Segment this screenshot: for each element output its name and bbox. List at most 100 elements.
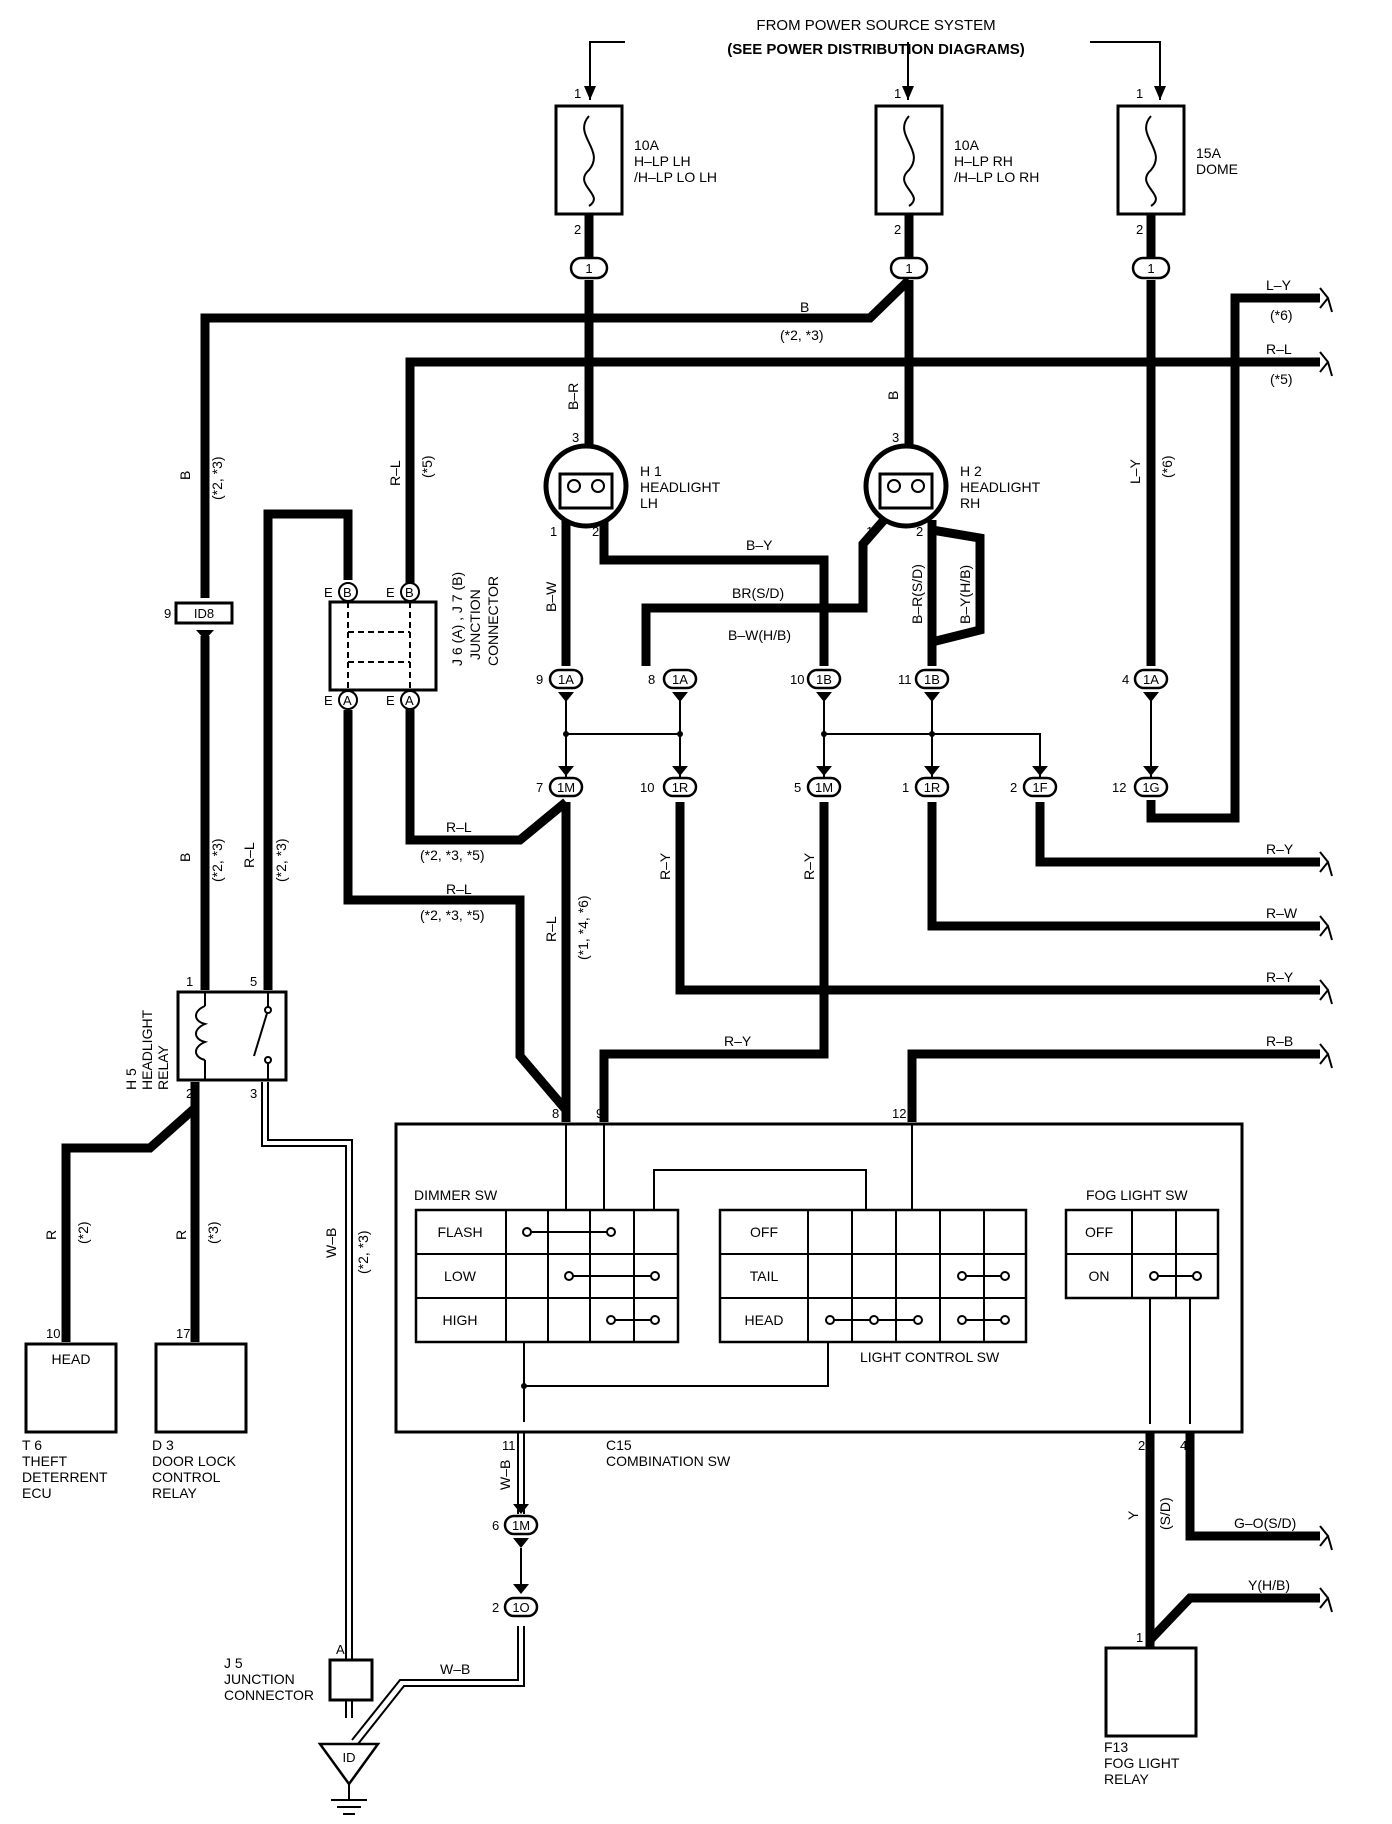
headlight-relay-h5: 1 5 2 3 H 5 HEADLIGHT RELAY: [123, 974, 288, 1101]
wire-wb3: W–B: [440, 1661, 470, 1677]
wire-labels: B (*2, *3) B–R B B (*2, *3) R–L (*5) L–Y…: [43, 299, 1175, 1677]
dimmer-row-low: LOW: [444, 1268, 477, 1284]
lc-title: LIGHT CONTROL SW: [860, 1349, 1000, 1365]
c1m-low-pin: 6: [492, 1518, 499, 1533]
c1o-pin: 2: [492, 1600, 499, 1615]
fuse-lh-name-1: H–LP LH: [634, 153, 691, 169]
wire-r2: R: [173, 1230, 189, 1240]
f13-name1: FOG LIGHT: [1104, 1755, 1180, 1771]
t6-pin: 10: [46, 1326, 60, 1341]
relay-name2: RELAY: [155, 1044, 171, 1090]
wire-wb-note: (*2, *3): [355, 1230, 371, 1274]
dimmer-row-flash: FLASH: [437, 1224, 482, 1240]
wire-y: Y: [1125, 1510, 1141, 1520]
id8-pin: 9: [164, 606, 171, 621]
combo-pin-8: 8: [552, 1106, 559, 1121]
j-top-e2: E: [386, 585, 395, 600]
wire-br-sd: BR(S/D): [732, 585, 784, 601]
dimmer-switch-table: DIMMER SW FLASH LOW HIGH: [414, 1187, 680, 1344]
j5-pin: A: [336, 1642, 345, 1657]
fog-light-switch-table: FOG LIGHT SW OFF ON: [1064, 1187, 1220, 1300]
combo-pin-12: 12: [892, 1106, 906, 1121]
c1r-1-pin: 10: [640, 780, 654, 795]
wire-r1-note: (*2): [75, 1221, 91, 1244]
wire-br-sd-v: B–R(S/D): [909, 564, 925, 624]
headlight-lh: 3 1 2 H 1 HEADLIGHT LH: [543, 430, 721, 539]
fuse-dome-pin-out: 2: [1136, 222, 1143, 237]
c1m-2: 1M: [815, 780, 833, 795]
connectors-1a-1b: 1A 9 1A 8 1B 10 1B 11 1A 4: [536, 668, 1169, 702]
out-rl-note: (*5): [1270, 371, 1293, 387]
wire-rl-j: R–L: [387, 460, 403, 486]
out-go: G–O(S/D): [1234, 1515, 1296, 1531]
wire-b-left: B: [177, 471, 193, 480]
fog-row-on: ON: [1089, 1268, 1110, 1284]
h1-name1: HEADLIGHT: [640, 479, 721, 495]
d3-name3: RELAY: [152, 1485, 198, 1501]
wire-rl-j-note: (*5): [419, 455, 435, 478]
combination-switch: 8 9 12 2 4 11 C15 COMBINATION SW DIMMER …: [394, 1106, 1244, 1469]
wire-by: B–Y: [746, 537, 773, 553]
light-control-switch-table: OFF TAIL HEAD LIGHT CONTROL SW: [718, 1208, 1028, 1365]
right-outputs: L–Y (*6) R–L (*5) R–Y R–W R–Y R–B G–O(S/…: [1234, 277, 1333, 1613]
h1-code: H 1: [640, 463, 662, 479]
wire-ry-v2: R–Y: [801, 852, 817, 880]
j-bot-a2: A: [405, 693, 414, 708]
j-name1: JUNCTION: [467, 589, 483, 660]
t6-name2: DETERRENT: [22, 1469, 108, 1485]
out-ly: L–Y: [1266, 277, 1292, 293]
wire-y-note: (S/D): [1157, 1497, 1173, 1530]
c1f: 1F: [1032, 780, 1047, 795]
c1a-3: 1A: [1143, 672, 1159, 687]
wire-rl-a-note: (*2, *3, *5): [420, 847, 485, 863]
combo-pin-4: 4: [1180, 1438, 1187, 1453]
header-line-1: FROM POWER SOURCE SYSTEM: [756, 17, 995, 34]
h2-pin2: 2: [916, 524, 923, 539]
fuse-dome-rating: 15A: [1196, 145, 1222, 161]
wire-r2-note: (*3): [205, 1221, 221, 1244]
h2-name2: RH: [960, 495, 980, 511]
fuse-lh-pin-out: 2: [574, 222, 581, 237]
j5-name1: JUNCTION: [224, 1671, 295, 1687]
relay-pin-2: 2: [186, 1086, 193, 1101]
h2-pin1: 1: [866, 524, 873, 539]
j-code: J 6 (A) , J 7 (B): [449, 572, 465, 666]
c1r-2-pin: 1: [902, 780, 909, 795]
conn-top-lh: 1: [585, 261, 592, 276]
t6-name3: ECU: [22, 1485, 52, 1501]
out-ry-1: R–Y: [1266, 841, 1294, 857]
connector-id8: ID8 9: [164, 601, 234, 640]
wire-rl-b: R–L: [446, 881, 472, 897]
j-bot-a1: A: [343, 693, 352, 708]
fuse-lh-name-2: /H–LP LO LH: [634, 169, 717, 185]
wire-by-hb-v: B–Y(H/B): [957, 565, 973, 624]
dimmer-row-high: HIGH: [443, 1312, 478, 1328]
c1a-2: 1A: [672, 672, 688, 687]
f13-pin: 1: [1136, 1630, 1143, 1645]
j-top-b1: B: [343, 585, 352, 600]
fuse-dome-name-1: DOME: [1196, 161, 1238, 177]
wire-bw-hb: B–W(H/B): [728, 627, 791, 643]
out-rl: R–L: [1266, 341, 1292, 357]
conn-top-dome: 1: [1147, 261, 1154, 276]
d3-name2: CONTROL: [152, 1469, 221, 1485]
h1-name2: LH: [640, 495, 658, 511]
h1-pin2: 2: [592, 524, 599, 539]
wire-rl-relay-note: (*2, *3): [273, 838, 289, 882]
fuse-h-lp-lh: 1 2 10A H–LP LH /H–LP LO LH: [554, 86, 717, 237]
f13-name2: RELAY: [1104, 1771, 1150, 1787]
combo-pin-9: 9: [596, 1106, 603, 1121]
c1a-1-pin: 9: [536, 672, 543, 687]
c1m-low: 1M: [512, 1518, 530, 1533]
out-yhb: Y(H/B): [1248, 1577, 1290, 1593]
junction-connector-j6-j7: E B E B E A E A J 6 (A) , J 7 (B) JUNCTI…: [324, 572, 501, 710]
out-rw: R–W: [1266, 905, 1298, 921]
c1a-1: 1A: [558, 672, 574, 687]
wire-rl-a: R–L: [446, 819, 472, 835]
j-top-e1: E: [324, 585, 333, 600]
t6-name1: THEFT: [22, 1453, 68, 1469]
c1m-1: 1M: [557, 780, 575, 795]
d3-code: D 3: [152, 1437, 174, 1453]
conn-top-rh: 1: [905, 261, 912, 276]
combo-name: COMBINATION SW: [606, 1453, 731, 1469]
